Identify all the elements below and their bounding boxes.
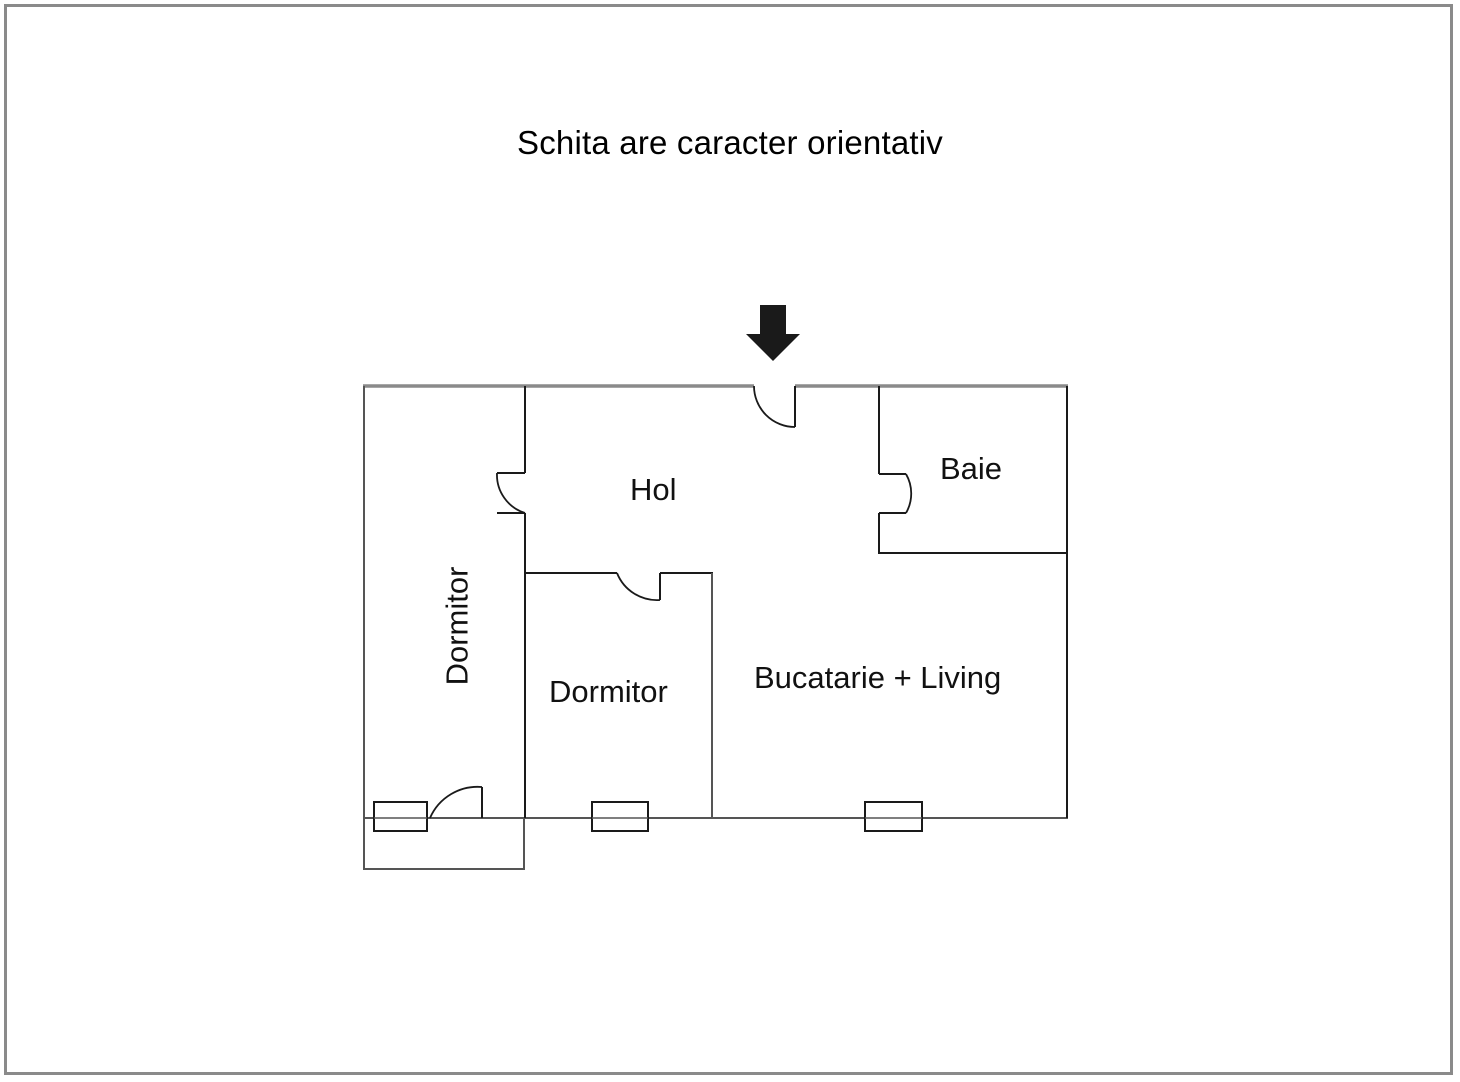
entrance-arrow-icon xyxy=(746,305,800,361)
window-bucatarie-living xyxy=(864,801,923,832)
door-arc-dormitor2 xyxy=(616,572,661,601)
window-dormitor-2 xyxy=(591,801,649,832)
page-border xyxy=(4,4,1453,1075)
room-label-bucatarie-living: Bucatarie + Living xyxy=(754,660,1002,695)
page-title: Schita are caracter orientativ xyxy=(516,124,944,161)
room-label-dormitor-1: Dormitor xyxy=(439,566,475,686)
door-arc-balcony xyxy=(429,785,483,819)
room-label-hol: Hol xyxy=(630,472,677,507)
room-label-dormitor-2: Dormitor xyxy=(549,674,668,709)
door-arc-dormitor1 xyxy=(496,472,526,514)
door-arc-baie xyxy=(905,473,913,514)
window-dormitor-1 xyxy=(373,801,428,832)
room-label-baie: Baie xyxy=(940,451,1003,486)
door-arc-entrance xyxy=(753,385,796,428)
